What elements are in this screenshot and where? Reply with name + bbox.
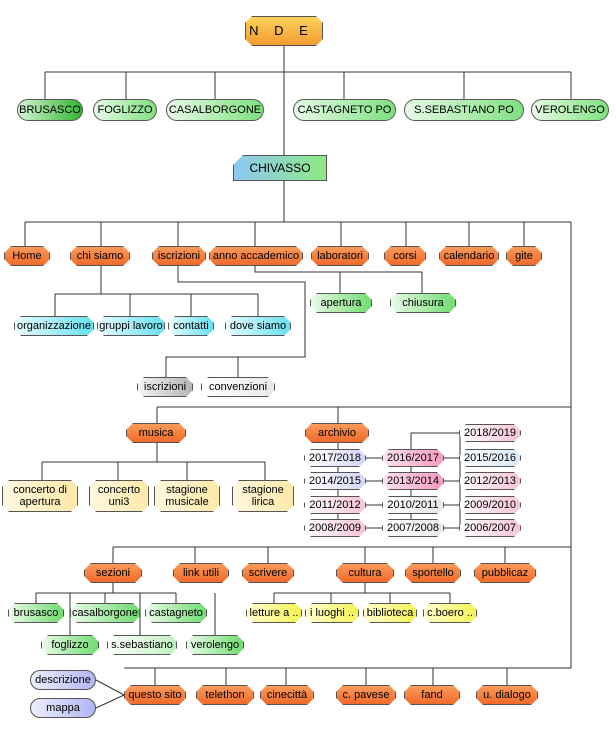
musica-stagione-musicale[interactable]: stagione musicale [154,480,220,512]
menu-iscrizioni[interactable]: iscrizioni [152,246,206,266]
archivio-year-2012-2013[interactable]: 2012/2013 [459,472,521,490]
school-foglizzo[interactable]: FOGLIZZO [93,99,157,121]
menu-c-pavese[interactable]: c. pavese [336,685,396,705]
menu-anno-accademico[interactable]: anno accademico [209,246,303,266]
chivasso-node[interactable]: CHIVASSO [233,155,327,181]
menu-sezioni[interactable]: sezioni [84,563,142,583]
menu-sportello[interactable]: sportello [405,563,461,583]
archivio-year-2009-2010[interactable]: 2009/2010 [459,496,521,514]
cultura-biblioteca[interactable]: biblioteca [363,603,417,623]
menu-scrivere[interactable]: scrivere [242,563,294,583]
chi-siamo-organizzazione[interactable]: organizzazione [14,316,94,336]
anno-chiusura[interactable]: chiusura [390,293,456,313]
iscrizioni-convenzioni[interactable]: convenzioni [201,377,275,397]
cultura-c-boero[interactable]: c.boero .. [423,603,477,623]
menu-corsi[interactable]: corsi [384,246,426,266]
questo-sito-descrizione[interactable]: descrizione [30,670,96,690]
cultura-i-luoghi[interactable]: i luoghi .. [305,603,359,623]
menu-calendario[interactable]: calendario [439,246,499,266]
questo-sito-mappa[interactable]: mappa [30,698,96,718]
index-node[interactable]: I N D E X [245,16,323,46]
menu-telethon[interactable]: telethon [196,685,254,705]
archivio-year-2007-2008[interactable]: 2007/2008 [382,519,444,537]
archivio-year-2016-2017[interactable]: 2016/2017 [382,449,444,467]
archivio-year-2017-2018[interactable]: 2017/2018 [304,449,366,467]
sezione-casalborgone[interactable]: casalborgone [70,603,140,623]
sezione-verolengo[interactable]: verolengo [186,635,244,655]
archivio-year-2015-2016[interactable]: 2015/2016 [459,449,521,467]
sezione-castagneto[interactable]: castagneto [145,603,207,623]
archivio-year-2018-2019[interactable]: 2018/2019 [459,424,521,442]
school-s-sebastiano-po[interactable]: S.SEBASTIANO PO [404,99,524,121]
anno-apertura[interactable]: apertura [310,293,372,313]
school-casalborgone[interactable]: CASALBORGONE [166,99,264,121]
archivio-year-2014-2015[interactable]: 2014/2015 [304,472,366,490]
menu-questo-sito[interactable]: questo sito [124,685,186,705]
musica-concerto-di-apertura[interactable]: concerto di apertura [2,480,78,512]
musica-stagione-lirica[interactable]: stagione lirica [232,480,294,512]
menu-link-utili[interactable]: link utili [173,563,229,583]
menu-gite[interactable]: gite [506,246,542,266]
menu-chi-siamo[interactable]: chi siamo [70,246,130,266]
menu-fand[interactable]: fand [404,685,460,705]
sezione-foglizzo[interactable]: foglizzo [41,635,99,655]
school-castagneto-po[interactable]: CASTAGNETO PO [293,99,396,121]
sezione-s-sebastiano[interactable]: s.sebastiano [107,635,177,655]
archivio-year-2008-2009[interactable]: 2008/2009 [304,519,366,537]
sezione-brusasco[interactable]: brusasco [8,603,64,623]
cultura-letture[interactable]: letture a .. [246,603,302,623]
menu-cultura[interactable]: cultura [336,563,394,583]
iscrizioni-iscrizioni[interactable]: iscrizioni [137,377,193,397]
archivio-year-2006-2007[interactable]: 2006/2007 [459,519,521,537]
menu-home[interactable]: Home [4,246,50,266]
menu-cinecitta[interactable]: cinecittà [260,685,314,705]
menu-u-dialogo[interactable]: u. dialogo [476,685,538,705]
chi-siamo-gruppi-lavoro[interactable]: gruppi lavoro [97,316,165,336]
menu-laboratori[interactable]: laboratori [311,246,369,266]
archivio-year-2013-2014[interactable]: 2013/2014 [382,472,444,490]
archivio-year-2010-2011[interactable]: 2010/2011 [382,496,444,514]
school-brusasco[interactable]: BRUSASCO [17,99,83,121]
menu-pubblicaz[interactable]: pubblicaz [474,563,536,583]
chi-siamo-dove-siamo[interactable]: dove siamo [225,316,291,336]
archivio-year-2011-2012[interactable]: 2011/2012 [304,496,366,514]
musica-concerto-uni3[interactable]: concerto uni3 [89,480,149,512]
chi-siamo-contatti[interactable]: contatti [168,316,214,336]
musica-node[interactable]: musica [126,423,186,443]
school-verolengo[interactable]: VEROLENGO [531,99,609,121]
archivio-node[interactable]: archivio [305,423,369,443]
